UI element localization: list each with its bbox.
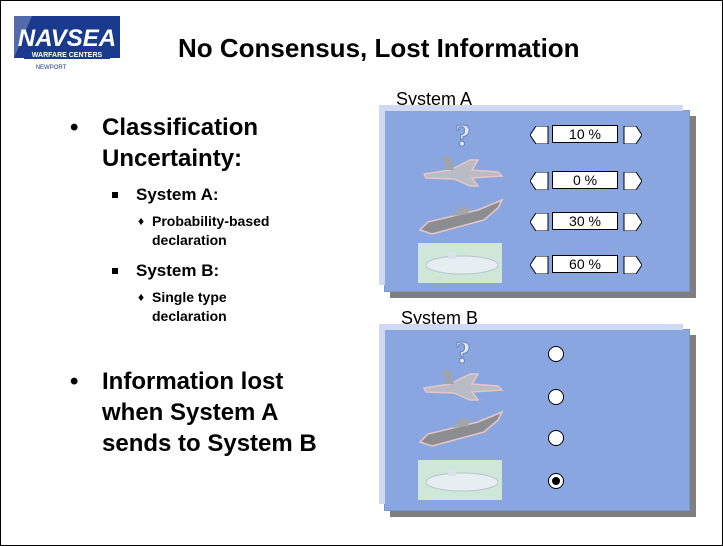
fighter-jet-icon bbox=[422, 156, 504, 187]
subsubbullet-text: declaration bbox=[152, 308, 227, 324]
subbullet-text: System B: bbox=[136, 261, 220, 280]
bullet-text-line: Classification bbox=[102, 114, 259, 141]
diamond-bullet-icon: ♦ bbox=[138, 214, 145, 228]
system-a-label: System A bbox=[396, 89, 473, 109]
percent-field: 60 % bbox=[530, 255, 642, 273]
svg-text:?: ? bbox=[455, 118, 471, 152]
bullet-text-line: Information lost bbox=[102, 368, 284, 395]
fighter-jet-icon bbox=[422, 370, 504, 401]
bullet-information-lost: • Information lost when System A sends t… bbox=[70, 366, 360, 459]
bullet-classification: • Classification Uncertainty: bbox=[70, 112, 360, 174]
slide-title: No Consensus, Lost Information bbox=[178, 33, 580, 63]
logo-subtext: WARFARE CENTERS bbox=[32, 52, 103, 59]
warship-icon bbox=[418, 410, 504, 447]
submarine-icon bbox=[418, 460, 502, 500]
bullet-text-line: sends to System B bbox=[102, 430, 317, 457]
subbullet-system-b: System B: bbox=[70, 260, 360, 282]
bullet-dot-icon: • bbox=[70, 368, 79, 395]
square-bullet-icon bbox=[112, 268, 118, 274]
percent-value: 10 % bbox=[552, 125, 618, 143]
radio-aircraft[interactable] bbox=[548, 389, 564, 405]
percent-field: 30 % bbox=[530, 212, 642, 230]
question-mark-icon: ? bbox=[455, 335, 472, 369]
system-b-label: System B bbox=[401, 308, 479, 328]
percent-box-arrows bbox=[530, 172, 642, 190]
svg-text:?: ? bbox=[455, 335, 471, 369]
percent-value: 30 % bbox=[552, 212, 618, 230]
subbullet-system-a: System A: bbox=[70, 184, 360, 206]
question-mark-icon: ? bbox=[455, 118, 472, 152]
subsubbullet-probability: ♦ Probability-based declaration bbox=[70, 212, 360, 250]
logo-location: NEWPORT bbox=[36, 65, 67, 71]
subbullet-text: System A: bbox=[136, 185, 219, 204]
percent-box-arrows bbox=[530, 256, 642, 274]
diamond-bullet-icon: ♦ bbox=[138, 290, 145, 304]
bullet-list: • Classification Uncertainty: System A: … bbox=[70, 112, 360, 459]
bullet-text-line: when System A bbox=[102, 399, 279, 426]
square-bullet-icon bbox=[112, 192, 118, 198]
percent-box-arrows bbox=[530, 126, 642, 144]
percent-field: 10 % bbox=[530, 125, 642, 143]
percent-value: 0 % bbox=[552, 171, 618, 189]
radio-unknown[interactable] bbox=[548, 346, 564, 362]
radio-submarine[interactable] bbox=[548, 473, 564, 489]
percent-value: 60 % bbox=[552, 255, 618, 273]
bullet-text-line: Uncertainty: bbox=[102, 145, 243, 172]
percent-field: 0 % bbox=[530, 171, 642, 189]
radio-surface-ship[interactable] bbox=[548, 430, 564, 446]
navsea-logo: NAVSEA WARFARE CENTERS NEWPORT bbox=[14, 16, 120, 71]
subsubbullet-text: declaration bbox=[152, 232, 227, 248]
logo-text: NAVSEA bbox=[18, 25, 116, 52]
percent-box-arrows bbox=[530, 213, 642, 231]
subsubbullet-text: Probability-based bbox=[152, 213, 270, 229]
subsubbullet-text: Single type bbox=[152, 289, 227, 305]
bullet-dot-icon: • bbox=[70, 114, 79, 141]
submarine-icon bbox=[418, 243, 502, 283]
warship-icon bbox=[418, 198, 504, 235]
subsubbullet-single-type: ♦ Single type declaration bbox=[70, 288, 360, 326]
